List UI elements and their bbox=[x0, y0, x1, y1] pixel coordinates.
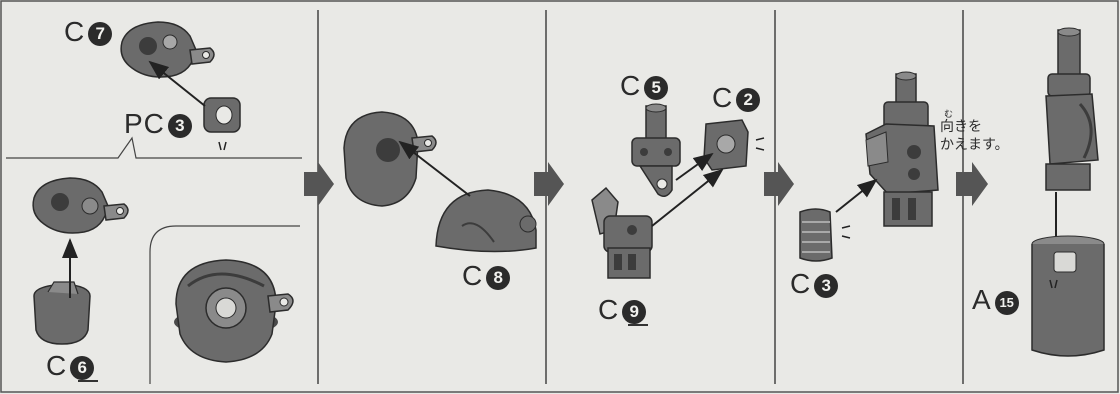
part-c2 bbox=[704, 120, 748, 170]
part-pc3 bbox=[204, 98, 240, 132]
note-line-2: かえます。 bbox=[940, 136, 1009, 154]
label-c9-number: 9 bbox=[622, 300, 646, 324]
label-pc3-number: 3 bbox=[168, 114, 192, 138]
label-c7-number: 7 bbox=[88, 22, 112, 46]
step-arrow-1 bbox=[304, 162, 334, 206]
press-mark-c3 bbox=[842, 226, 850, 238]
part-c6 bbox=[34, 282, 90, 344]
part-torso-assembly bbox=[866, 72, 938, 226]
part-c8 bbox=[436, 190, 536, 252]
press-mark-c2 bbox=[756, 138, 764, 150]
label-c8-number: 8 bbox=[486, 266, 510, 290]
label-pc3-letter: PC bbox=[124, 108, 165, 139]
part-c7-assembled bbox=[33, 178, 128, 233]
part-c3 bbox=[800, 209, 832, 261]
label-c6-letter: C bbox=[46, 350, 67, 381]
label-c5-letter: C bbox=[620, 70, 641, 101]
arrow-c5-to-c2 bbox=[676, 154, 712, 180]
part-c7 bbox=[121, 22, 214, 77]
label-c2-letter: C bbox=[712, 82, 733, 113]
part-c9 bbox=[592, 188, 652, 278]
label-c9-underline bbox=[628, 324, 648, 326]
step-arrow-3 bbox=[764, 162, 794, 206]
label-c8-letter: C bbox=[462, 260, 483, 291]
label-a15-letter: A bbox=[972, 284, 992, 315]
part-full-assembly bbox=[1046, 28, 1098, 190]
label-c3-letter: C bbox=[790, 268, 811, 299]
arrow-c3-to-torso bbox=[836, 180, 876, 212]
callout-line bbox=[6, 138, 302, 158]
label-c2-number: 2 bbox=[736, 88, 760, 112]
label-a15-number: 15 bbox=[995, 291, 1019, 315]
part-c5 bbox=[632, 104, 680, 196]
label-c6-number: 6 bbox=[70, 356, 94, 380]
inset-sphere bbox=[174, 260, 293, 362]
note-line-1: 向きを bbox=[940, 118, 1009, 136]
step-arrow-4 bbox=[956, 162, 988, 206]
label-c7-letter: C bbox=[64, 16, 85, 47]
label-c5-number: 5 bbox=[644, 76, 668, 100]
step-arrow-2 bbox=[534, 162, 564, 206]
label-c6-underline bbox=[78, 380, 98, 382]
label-c9-letter: C bbox=[598, 294, 619, 325]
part-a15 bbox=[1032, 236, 1104, 356]
orientation-note: 向きを かえます。 bbox=[940, 118, 1009, 154]
label-c3-number: 3 bbox=[814, 274, 838, 298]
press-mark-pc3 bbox=[219, 142, 226, 150]
